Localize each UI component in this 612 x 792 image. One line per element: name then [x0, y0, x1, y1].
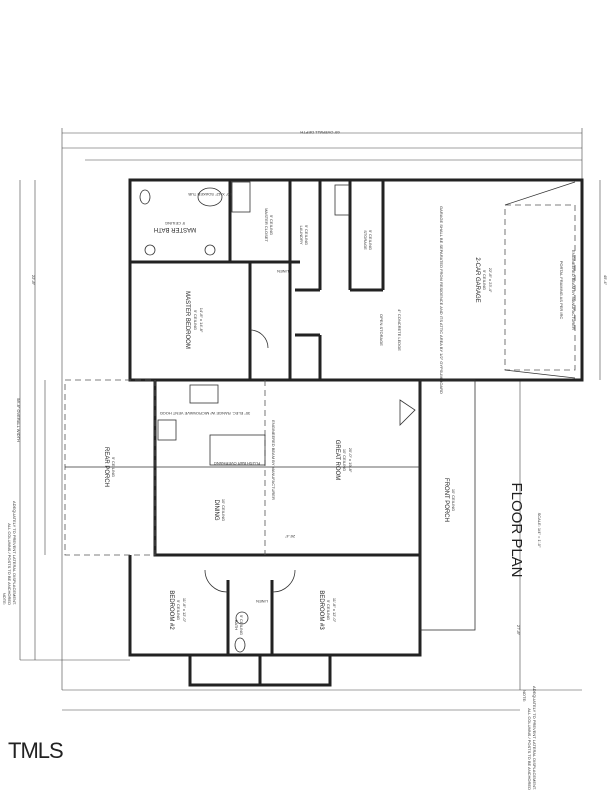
room-label-storage: STORAGE [363, 230, 368, 250]
front-porch-dimension: 27'-8" [516, 625, 521, 636]
room-label-garage: 2-CAR GARAGE [474, 257, 480, 302]
room-ceiling: 9' CEILING [368, 230, 373, 250]
room-label-master-bath: MASTER BATH [154, 226, 196, 232]
room-label-dining: DINING [213, 500, 219, 521]
walls [128, 178, 584, 687]
fixtures [139, 181, 576, 653]
great-room-width-dimension: 26'-4" [284, 534, 295, 539]
kitchen-sink-icon [157, 419, 177, 441]
washer-dryer-icon [334, 184, 350, 216]
room-label-laundry: LAUNDRY [299, 225, 304, 244]
dimension-lines [19, 128, 601, 711]
bar-overhang-label: FLUSH BAR OVERHANG [214, 461, 260, 466]
tub-icon [197, 187, 223, 207]
overall-width-dimension: 58'-8" OVERALL WIDTH [16, 398, 21, 442]
tub-label: 60" X 42" SOAKER TUB [188, 192, 232, 197]
room-label-bedroom-3: BEDROOM #3 [318, 590, 324, 630]
room-ceiling: 9' CEILING [239, 615, 244, 635]
open-storage-label: OPEN STORAGE [379, 314, 384, 346]
room-ceiling: 9' CEILING [176, 600, 181, 620]
note-text: ADEQUATELY TO PREVENT LATERAL DISPLACEME… [532, 686, 537, 790]
overall-depth-dimension: 69' OVERALL DEPTH [300, 130, 339, 135]
garage-depth-dimension: 22'-8" [31, 275, 36, 286]
room-ceiling: 9' CEILING [482, 270, 487, 290]
room-label-master-closet: MASTER CLOSET [264, 208, 269, 242]
linen-label: LINEN [277, 269, 289, 274]
room-size: 11'-8" x 12'-0" [182, 598, 187, 623]
room-label-rear-porch: REAR PORCH [103, 447, 109, 487]
room-label-bath: BATH [234, 620, 239, 630]
room-size: 11'-8" x 12'-0" [332, 598, 337, 623]
room-label-master-bedroom: MASTER BEDROOM [184, 291, 190, 349]
toilet-icon [139, 189, 151, 205]
porch-outlines [64, 204, 576, 631]
room-ceiling: 10' CEILING [342, 449, 347, 471]
shower-icon [231, 181, 251, 213]
ledge-label: 4" CONCRETE LEDGE [397, 309, 402, 351]
room-label-front-porch: FRONT PORCH [443, 478, 449, 522]
note-text: ALL COLUMNS / POSTS TO BE ANCHORED [527, 708, 532, 790]
room-ceiling: 9' CEILING [304, 225, 309, 245]
toilet-icon [234, 637, 246, 653]
sink-icon [204, 244, 216, 256]
linen-label: LINEN [256, 599, 268, 604]
room-label-bedroom-2: BEDROOM #2 [168, 590, 174, 630]
portal-framing-note: PORTAL FRAMING AS PER IRC [559, 261, 564, 320]
room-ceiling: 9' CEILING [193, 310, 198, 330]
note-text: ALL COLUMNS / POSTS TO BE ANCHORED [7, 523, 12, 605]
note-heading: NOTE: [522, 690, 527, 702]
room-size: 14'-8" x 14'-8" [199, 308, 204, 333]
room-ceiling: 10' CEILING [221, 499, 226, 521]
room-labels: MASTER BATH 9' CEILING 60" X 42" SOAKER … [103, 192, 576, 635]
room-ceiling: 9' CEILING [269, 215, 274, 235]
room-ceiling: 9' CEILING [326, 600, 331, 620]
room-ceiling: 9' CEILING [165, 221, 185, 226]
door-swing [271, 569, 296, 593]
beam-note: ENGINEERED BEAM BY MANUFACTURER [271, 420, 276, 500]
note-heading: NOTE: [2, 593, 7, 605]
range-label: 30" ELEC. RANGE W/ MICROWAVE VENT HOOD [160, 411, 251, 416]
note-text: ADEQUATELY TO PREVENT LATERAL DISPLACEME… [12, 501, 17, 605]
kitchen-island [209, 434, 266, 466]
beam-note: ENGINEERED BEAM BY MANUFACTURER [571, 250, 576, 330]
bath-sink-icon [235, 611, 249, 625]
note-right: NOTE: ALL COLUMNS / POSTS TO BE ANCHORED… [522, 686, 537, 790]
house-depth-dimension: 45'-4" [603, 275, 608, 286]
room-ceiling: 10' CEILING [451, 489, 456, 511]
note-left: NOTE: ALL COLUMNS / POSTS TO BE ANCHORED… [2, 501, 17, 605]
room-label-great-room: GREAT ROOM [334, 440, 340, 480]
fireplace-icon [399, 399, 416, 426]
range-icon [189, 384, 219, 404]
room-size: 20'-0" x 19'-8" [348, 448, 353, 473]
room-ceiling: 9' CEILING [111, 457, 116, 477]
drawing-scale: SCALE: 1/4" = 1'-0" [537, 513, 542, 548]
garage-note: GARAGE SHALL BE SEPARATED FROM RESIDENCE… [439, 206, 444, 394]
sink-icon [144, 244, 156, 256]
door-swing [249, 329, 269, 349]
drawing-title: FLOOR PLAN [508, 482, 525, 577]
tmls-watermark: TMLS [8, 738, 64, 763]
room-size: 22'-8" x 23'-4" [488, 268, 493, 293]
door-swing [204, 569, 229, 593]
